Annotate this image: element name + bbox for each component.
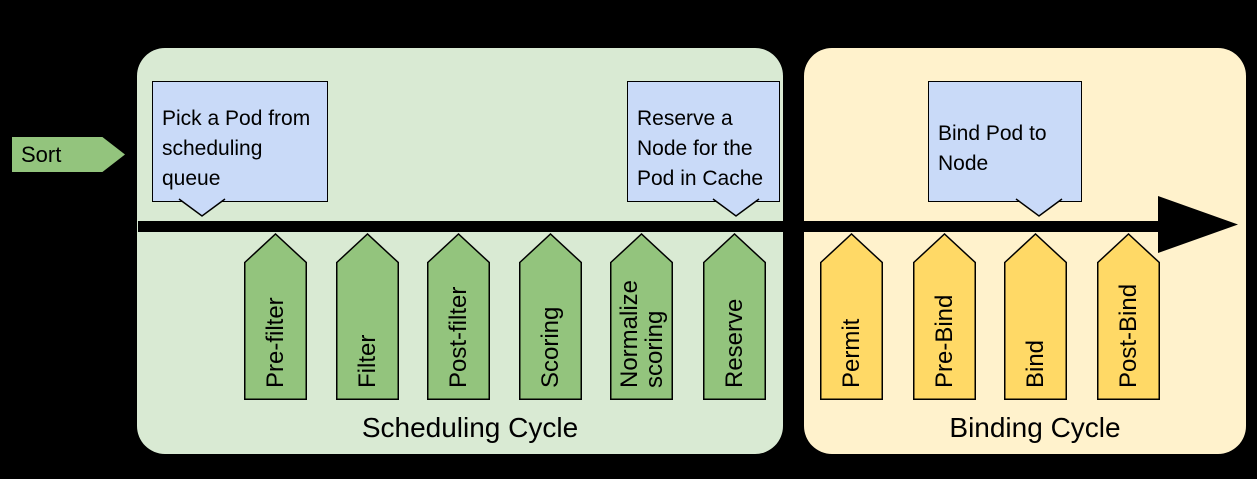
step-permit: Permit bbox=[820, 233, 883, 400]
step-reserve: Reserve bbox=[703, 233, 766, 400]
pentagon-shape bbox=[820, 233, 883, 400]
callout-tail-icon bbox=[712, 198, 760, 217]
pentagon-shape bbox=[427, 233, 490, 400]
step-pre-bind: Pre-Bind bbox=[913, 233, 976, 400]
step-label: Scoring bbox=[537, 306, 564, 388]
scheduling-cycle-title: Scheduling Cycle bbox=[361, 412, 579, 443]
binding-cycle-title: Binding Cycle bbox=[949, 412, 1121, 443]
pentagon-shape bbox=[336, 233, 399, 400]
callout-bind-pod: Bind Pod to Node bbox=[928, 81, 1082, 217]
step-post-filter: Post-filter bbox=[427, 233, 490, 400]
sort-label: Sort bbox=[21, 141, 62, 167]
step-label: Post-filter bbox=[445, 286, 472, 388]
pentagon-shape bbox=[703, 233, 766, 400]
callout-pick-pod: Pick a Pod from scheduling queue bbox=[152, 81, 328, 217]
step-pre-filter: Pre-filter bbox=[244, 233, 307, 400]
timeline-arrow-shaft bbox=[138, 221, 1160, 232]
callout-text: Pick a Pod from scheduling queue bbox=[162, 106, 311, 190]
pentagon-shape bbox=[610, 233, 673, 400]
pentagon-shape bbox=[913, 233, 976, 400]
step-label: Pre-filter bbox=[262, 297, 289, 388]
step-normalize-scoring: Normalize scoring bbox=[610, 233, 673, 400]
step-post-bind: Post-Bind bbox=[1097, 233, 1160, 400]
step-label: Pre-Bind bbox=[931, 294, 958, 388]
callout-tail-icon bbox=[178, 198, 226, 217]
pentagon-shape bbox=[1097, 233, 1160, 400]
step-label: Bind bbox=[1022, 339, 1049, 388]
pentagon-shape bbox=[244, 233, 307, 400]
pentagon-shape bbox=[1004, 233, 1067, 400]
step-label: Permit bbox=[838, 318, 865, 388]
sort-step-arrow: Sort bbox=[12, 137, 125, 172]
step-label: Reserve bbox=[721, 298, 748, 388]
callout-text: Reserve a Node for the Pod in Cache bbox=[637, 106, 764, 190]
step-scoring: Scoring bbox=[519, 233, 582, 400]
callout-reserve-node: Reserve a Node for the Pod in Cache bbox=[627, 81, 780, 217]
pentagon-shape bbox=[519, 233, 582, 400]
callout-tail-icon bbox=[1015, 198, 1063, 217]
step-label: Normalize scoring bbox=[615, 279, 668, 388]
step-label: Filter bbox=[354, 334, 381, 388]
step-label: Post-Bind bbox=[1115, 283, 1142, 388]
step-bind: Bind bbox=[1004, 233, 1067, 400]
step-filter: Filter bbox=[336, 233, 399, 400]
callout-text: Bind Pod to Node bbox=[938, 121, 1047, 175]
